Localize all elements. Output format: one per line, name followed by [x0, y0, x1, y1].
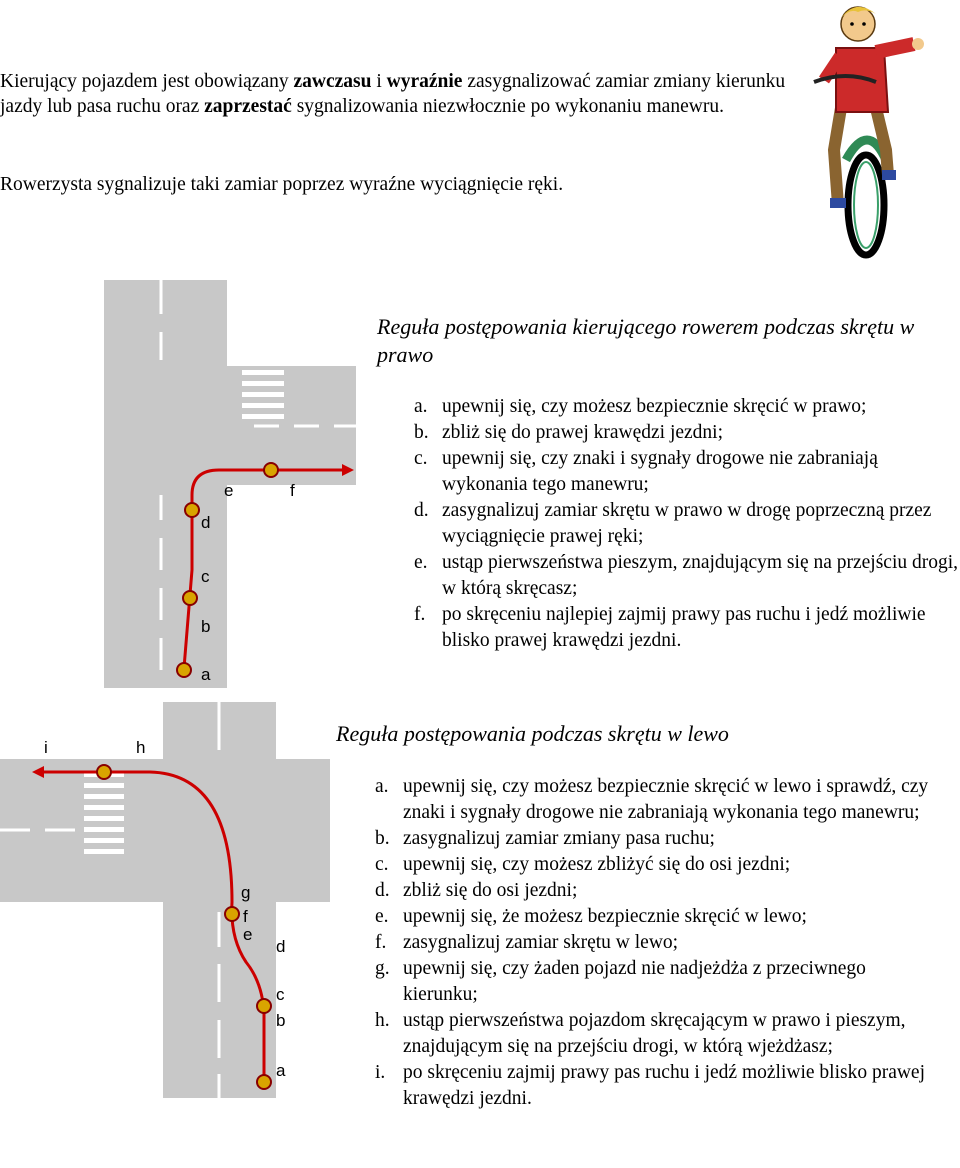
bicycle-marker-icon — [176, 462, 279, 678]
diagram-label-a: a — [276, 1061, 286, 1080]
list-item: d.zbliż się do osi jezdni; — [375, 880, 578, 901]
right-turn-rules: a.upewnij się, czy możesz bezpiecznie sk… — [414, 394, 960, 654]
bicycle-marker-icon — [96, 764, 272, 1090]
list-item: g.upewnij się, czy żaden pojazd nie nadj… — [375, 958, 866, 1005]
diagram-label-i: i — [44, 738, 48, 757]
intro-text: i — [371, 71, 387, 92]
diagram-label-b: b — [201, 617, 210, 636]
list-item: b.zasygnalizuj zamiar zmiany pasa ruchu; — [375, 828, 715, 849]
intro-text: sygnalizowania niezwłocznie po wykonaniu… — [291, 96, 724, 117]
list-item: f.zasygnalizuj zamiar skrętu w lewo; — [375, 932, 679, 953]
diagram-label-g: g — [241, 883, 250, 902]
list-item: c.upewnij się, czy możesz zbliżyć się do… — [375, 854, 791, 875]
diagram-label-f: f — [290, 481, 295, 500]
list-item: a.upewnij się, czy możesz bezpiecznie sk… — [375, 776, 929, 823]
list-item: b.zbliż się do prawej krawędzi jezdni; — [414, 422, 724, 443]
diagram-label-f: f — [243, 907, 248, 926]
intro-cyclist-note: Rowerzysta sygnalizuje taki zamiar poprz… — [0, 174, 564, 195]
intro-emphasis-clearly: wyraźnie — [386, 71, 463, 92]
intro-text: zasygnalizować zamiar zmiany kierunku ja… — [0, 71, 786, 117]
list-item: c.upewnij się, czy znaki i sygnały drogo… — [414, 448, 878, 495]
diagram-label-b: b — [276, 1011, 285, 1030]
diagram-label-e: e — [224, 481, 233, 500]
intro-paragraph: Kierujący pojazdem jest obowiązany zawcz… — [0, 69, 790, 119]
right-turn-diagram: a b c d e f — [104, 280, 356, 688]
diagram-label-d: d — [201, 513, 210, 532]
diagram-label-e: e — [243, 925, 252, 944]
cyclist-illustration — [813, 6, 924, 259]
diagram-label-d: d — [276, 937, 285, 956]
diagram-label-c: c — [276, 985, 285, 1004]
right-turn-route — [182, 468, 342, 669]
zebra-crossing — [242, 337, 284, 419]
intro-text: Kierujący pojazdem jest obowiązany — [0, 71, 294, 92]
list-item: d.zasygnalizuj zamiar skrętu w prawo w d… — [414, 500, 932, 547]
left-turn-rules: a.upewnij się, czy możesz bezpiecznie sk… — [375, 774, 945, 1112]
left-turn-title: Reguła postępowania podczas skrętu w lew… — [336, 721, 729, 746]
intro-emphasis-stop: zaprzestać — [204, 96, 292, 117]
diagram-label-h: h — [136, 738, 145, 757]
list-item: a.upewnij się, czy możesz bezpiecznie sk… — [414, 396, 867, 417]
diagram-label-a: a — [201, 665, 211, 684]
list-item: i.po skręceniu zajmij prawy pas ruchu i … — [375, 1062, 926, 1109]
right-turn-title: Reguła postępowania kierującego rowerem … — [377, 314, 915, 367]
intro-emphasis-early: zawczasu — [293, 71, 372, 92]
list-item: e.ustąp pierwszeństwa pieszym, znajdując… — [414, 552, 959, 599]
left-turn-diagram: a b c d e f g h i — [0, 702, 330, 1098]
diagram-label-c: c — [201, 567, 210, 586]
list-item: h.ustąp pierwszeństwa pojazdom skręcając… — [375, 1010, 906, 1057]
list-item: f.po skręceniu najlepiej zajmij prawy pa… — [414, 604, 926, 651]
list-item: e.upewnij się, że możesz bezpiecznie skr… — [375, 906, 807, 927]
